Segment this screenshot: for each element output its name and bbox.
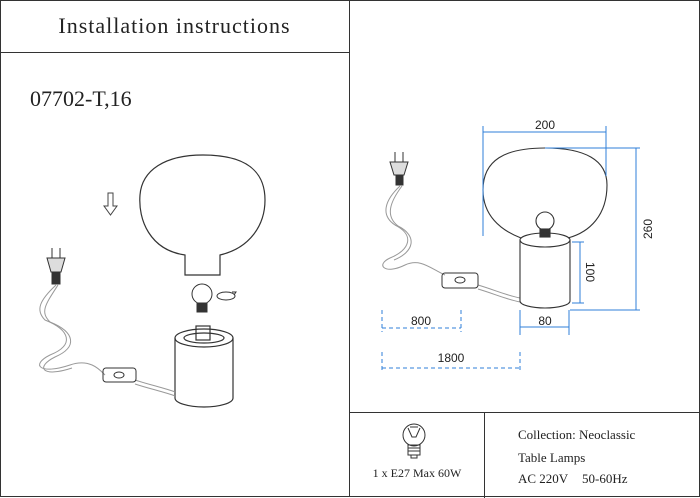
switch-icon <box>441 272 479 289</box>
lamp-shade <box>139 154 266 276</box>
frequency: 50-60Hz <box>582 471 628 486</box>
spec-panel: 1 x E27 Max 60W Collection: Neoclassic T… <box>350 412 700 498</box>
dimension-lines <box>381 126 640 372</box>
divider <box>349 0 350 497</box>
power-cord <box>39 284 176 397</box>
down-arrow-icon <box>103 192 118 216</box>
collection: Collection: Neoclassic <box>518 427 636 442</box>
switch-icon <box>102 367 137 383</box>
lamp-shade <box>482 147 608 309</box>
bulb-spec: 1 x E27 Max 60W <box>372 466 462 480</box>
product-type: Table Lamps <box>518 450 586 465</box>
power-cord <box>382 185 521 303</box>
plug-icon <box>389 152 409 186</box>
plug-icon <box>46 248 66 285</box>
base-height-label: 100 <box>583 262 597 282</box>
width-label: 200 <box>535 118 555 132</box>
model-number: 07702-T,16 <box>30 86 132 111</box>
voltage: AC 220V <box>518 471 569 486</box>
cord-switch-label: 800 <box>411 314 431 328</box>
height-label: 260 <box>641 219 655 239</box>
page-title: Installation instructions <box>0 0 349 53</box>
cord-total-label: 1800 <box>438 351 465 365</box>
bulb-icon <box>402 423 426 459</box>
rotate-icon <box>216 291 237 301</box>
base-width-label: 80 <box>538 314 552 328</box>
divider <box>484 413 485 498</box>
bulb-icon <box>191 283 213 313</box>
lamp-base <box>174 325 234 408</box>
